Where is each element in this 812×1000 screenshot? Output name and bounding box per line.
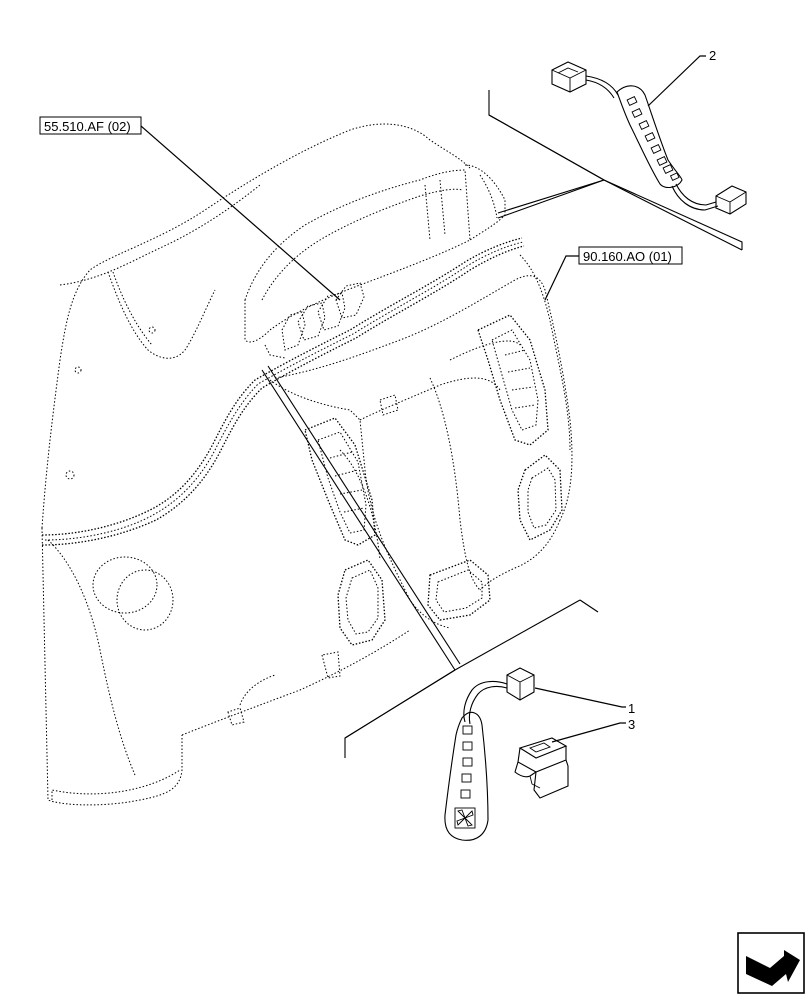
fan-symbol-icon xyxy=(454,807,476,829)
callout-1: 1 xyxy=(534,687,635,716)
part-2-switch-panel xyxy=(551,61,747,215)
part-1-switch-panel xyxy=(444,667,535,841)
reference-box-55-510-af: 55.510.AF (02) xyxy=(39,116,142,135)
leader-ref-left xyxy=(140,125,341,301)
explosion-guide-lines xyxy=(261,90,743,758)
callout-2: 2 xyxy=(647,48,716,107)
next-page-arrow-icon[interactable] xyxy=(737,932,805,994)
part-3-clip xyxy=(514,737,569,799)
reference-label-left: 55.510.AF (02) xyxy=(44,119,131,134)
callout-number-3: 3 xyxy=(628,717,635,732)
callout-3: 3 xyxy=(551,717,635,743)
reference-box-90-160-ao: 90.160.AO (01) xyxy=(578,246,683,265)
reference-label-right: 90.160.AO (01) xyxy=(583,249,672,264)
cab-headliner-assembly xyxy=(41,123,573,806)
callout-number-2: 2 xyxy=(709,48,716,63)
callout-number-1: 1 xyxy=(628,701,635,716)
leader-ref-right xyxy=(544,255,579,301)
